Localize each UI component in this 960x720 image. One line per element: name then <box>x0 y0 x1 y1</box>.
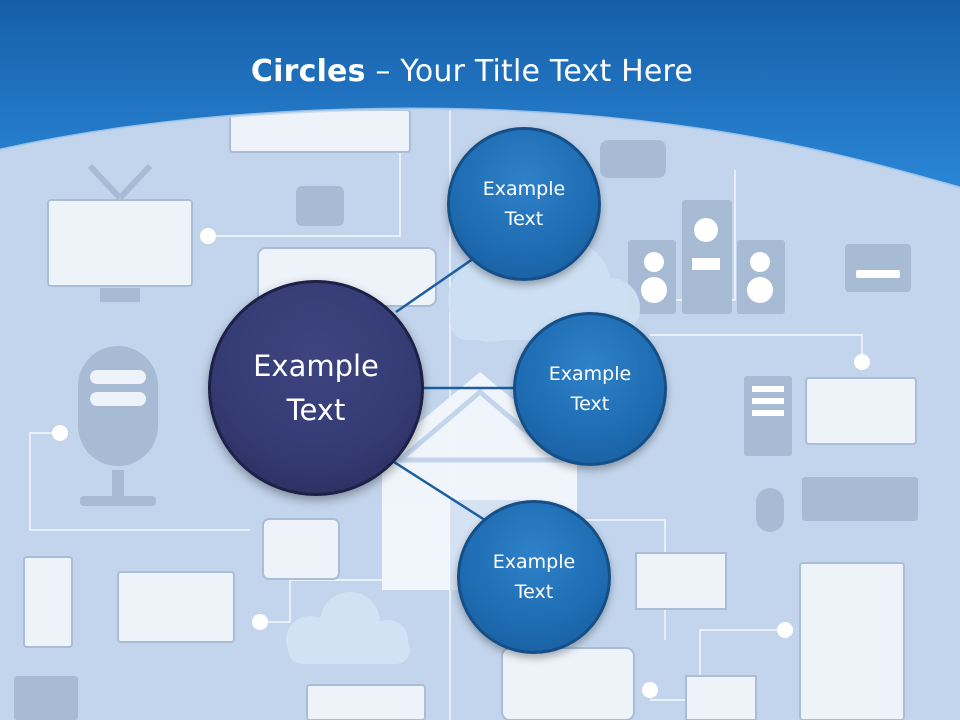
satellite-top-line1: Example <box>482 178 566 200</box>
washing-machine-icon <box>14 676 78 720</box>
game-console-icon <box>600 140 666 178</box>
mouse-icon <box>756 488 784 532</box>
small-fridge-icon <box>23 556 73 648</box>
screen-icon <box>685 675 757 720</box>
center-circle-line2: Text <box>286 393 346 427</box>
satellite-circle-top[interactable]: Example Text <box>447 127 601 281</box>
slide-title: Circles – Your Title Text Here <box>0 54 944 89</box>
satellite-circle-bottom[interactable]: Example Text <box>457 500 611 654</box>
title-bold: Circles <box>250 54 366 89</box>
center-circle[interactable]: Example Text <box>208 280 424 496</box>
keyboard-icon <box>802 477 918 521</box>
satellite-middle-line1: Example <box>548 363 632 385</box>
tv-icon <box>47 199 193 287</box>
router-icon <box>845 244 911 292</box>
satellite-top-line2: Text <box>504 208 544 230</box>
satellite-bottom-line2: Text <box>514 581 554 603</box>
fridge-icon <box>799 562 905 720</box>
tablet-icon <box>501 647 635 720</box>
center-circle-line1: Example <box>253 349 379 383</box>
monitor-icon <box>805 377 917 445</box>
connector-dots-icon <box>52 228 870 698</box>
satellite-circle-middle[interactable]: Example Text <box>513 312 667 466</box>
connector-lines <box>393 252 516 524</box>
title-rest: – Your Title Text Here <box>365 54 694 89</box>
phone-icon <box>296 186 344 226</box>
header-band <box>0 0 960 188</box>
printer-icon <box>229 109 411 153</box>
small-tablet-icon <box>262 518 340 580</box>
small-tv-icon <box>635 552 727 610</box>
dvd-player-icon <box>306 684 426 720</box>
satellite-middle-line2: Text <box>570 393 610 415</box>
laptop-icon <box>117 571 235 643</box>
satellite-bottom-line1: Example <box>492 551 576 573</box>
